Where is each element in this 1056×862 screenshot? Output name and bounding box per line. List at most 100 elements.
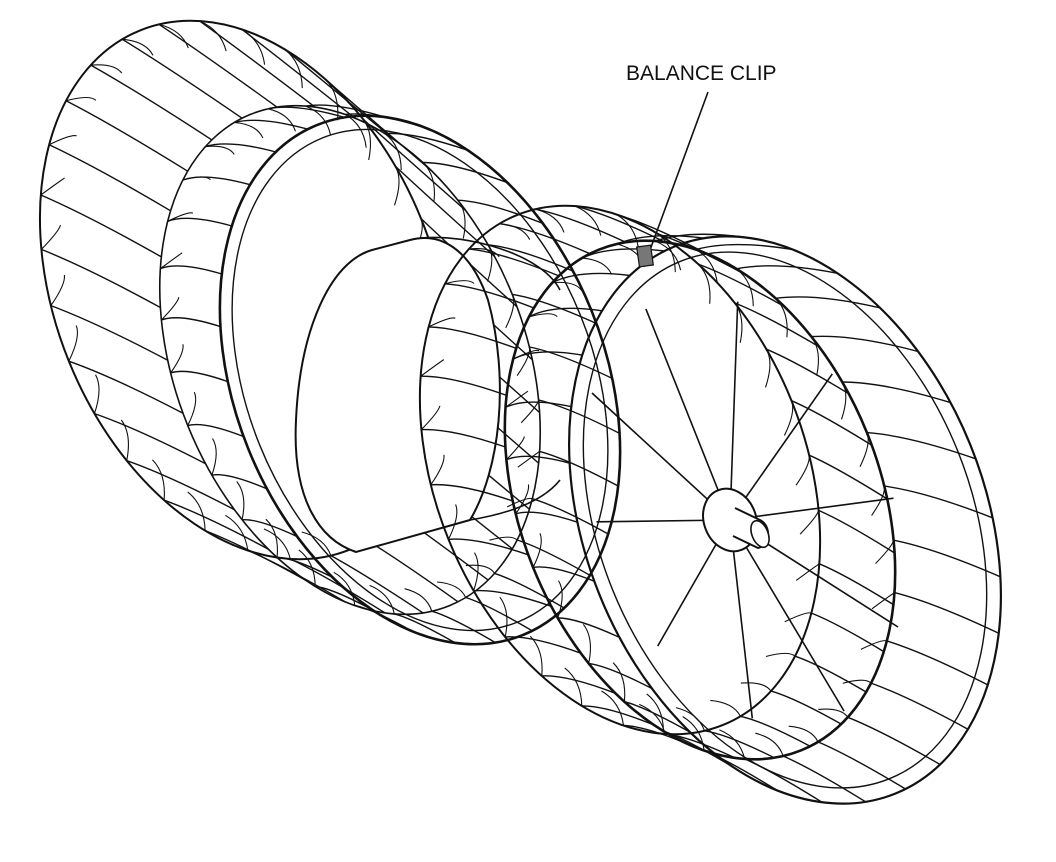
blade-curve bbox=[719, 729, 746, 760]
blade-curve bbox=[675, 707, 706, 731]
blade-curve bbox=[499, 223, 531, 240]
blade-curve bbox=[161, 297, 180, 321]
blade-curve bbox=[581, 257, 612, 275]
blade-curve bbox=[818, 708, 849, 718]
blade-curve bbox=[68, 325, 78, 362]
blade-edge bbox=[664, 733, 736, 759]
blade-edge bbox=[539, 450, 619, 487]
blade-curve bbox=[236, 481, 245, 520]
blade-edge bbox=[284, 48, 395, 141]
blade-edge bbox=[506, 455, 570, 464]
blade-edge bbox=[234, 119, 308, 130]
blade-edge bbox=[695, 243, 793, 251]
blade-curve bbox=[158, 23, 189, 49]
blade-curve bbox=[506, 497, 533, 508]
blade-curve bbox=[465, 564, 496, 574]
blade-curve bbox=[421, 405, 441, 430]
right-spokes bbox=[591, 301, 899, 719]
blade-edge bbox=[354, 604, 414, 633]
blade-curve bbox=[284, 48, 303, 89]
blade-edge bbox=[473, 589, 552, 607]
blade-edge bbox=[384, 132, 469, 152]
blade-edge bbox=[817, 741, 906, 790]
blade-curve bbox=[755, 732, 784, 757]
blade-curve bbox=[764, 348, 771, 388]
blade-curve bbox=[48, 135, 77, 146]
blade-curve bbox=[840, 381, 847, 420]
blade-curve bbox=[160, 252, 183, 270]
blade-curve bbox=[404, 588, 433, 612]
blade-curve bbox=[362, 119, 371, 161]
blade-edge bbox=[515, 511, 578, 523]
blade-edge bbox=[428, 326, 517, 350]
blade-curve bbox=[564, 667, 583, 706]
blade-edge bbox=[842, 381, 951, 404]
blade-edge bbox=[794, 655, 867, 693]
blade-curve bbox=[468, 248, 500, 258]
blade-edge bbox=[535, 208, 627, 243]
hub-cylinder-top bbox=[409, 236, 561, 291]
blade-edge bbox=[126, 459, 235, 511]
blade-edge bbox=[204, 529, 307, 582]
blade-edge bbox=[187, 423, 244, 438]
blade-curve bbox=[875, 540, 895, 564]
blade-curve bbox=[241, 29, 266, 65]
blade-edge bbox=[529, 346, 613, 380]
blade-edge bbox=[616, 213, 706, 254]
blade-curve bbox=[369, 584, 395, 615]
blade-curve bbox=[199, 20, 227, 52]
blade-edge bbox=[884, 485, 993, 519]
blade-curve bbox=[795, 563, 820, 581]
blade-curve bbox=[506, 436, 525, 461]
blade-curve bbox=[430, 454, 445, 486]
blade-edge bbox=[68, 360, 184, 414]
blade-curve bbox=[810, 336, 819, 376]
blade-edge bbox=[782, 755, 866, 803]
blade-curve bbox=[93, 374, 100, 414]
blade-edge bbox=[551, 272, 630, 284]
blade-edge bbox=[581, 705, 655, 726]
blade-edge bbox=[65, 100, 189, 172]
blade-edge bbox=[866, 431, 976, 460]
blade-edge bbox=[448, 538, 529, 556]
blade-edge bbox=[819, 563, 894, 606]
blade-curve bbox=[437, 581, 467, 598]
blade-edge bbox=[886, 640, 989, 686]
blade-edge bbox=[663, 730, 733, 768]
blade-curve bbox=[734, 302, 743, 343]
blade-curve bbox=[393, 166, 400, 206]
blade-curve bbox=[499, 596, 508, 638]
blade-curve bbox=[535, 208, 565, 233]
blade-edge bbox=[395, 165, 495, 257]
spoke bbox=[729, 519, 845, 712]
blade-edge bbox=[205, 143, 276, 153]
blade-edge bbox=[161, 317, 221, 328]
blade-curve bbox=[765, 652, 796, 658]
blade-curve bbox=[344, 113, 367, 148]
blade-curve bbox=[512, 349, 540, 360]
blade-edge bbox=[512, 351, 583, 360]
blade-edge bbox=[50, 304, 169, 361]
blade-edge bbox=[870, 682, 969, 730]
blade-curve bbox=[574, 205, 602, 236]
blade-edge bbox=[465, 596, 533, 632]
blade-edge bbox=[557, 617, 620, 639]
blade-edge bbox=[791, 400, 873, 446]
blade-curve bbox=[41, 224, 62, 250]
blade-curve bbox=[444, 280, 475, 285]
blade-edge bbox=[494, 572, 565, 609]
blade-curve bbox=[783, 400, 794, 436]
blade-edge bbox=[160, 265, 222, 275]
blade-edge bbox=[41, 248, 161, 309]
blade-curve bbox=[860, 640, 887, 650]
right-front-rim bbox=[568, 235, 1002, 805]
blade-edge bbox=[90, 64, 213, 141]
blade-edge bbox=[394, 613, 456, 644]
blade-edge bbox=[170, 370, 229, 383]
blade-edge bbox=[277, 556, 334, 579]
blade-edge bbox=[158, 23, 278, 108]
blade-curve bbox=[582, 623, 591, 664]
spoke bbox=[645, 308, 731, 521]
blade-curve bbox=[420, 359, 445, 377]
